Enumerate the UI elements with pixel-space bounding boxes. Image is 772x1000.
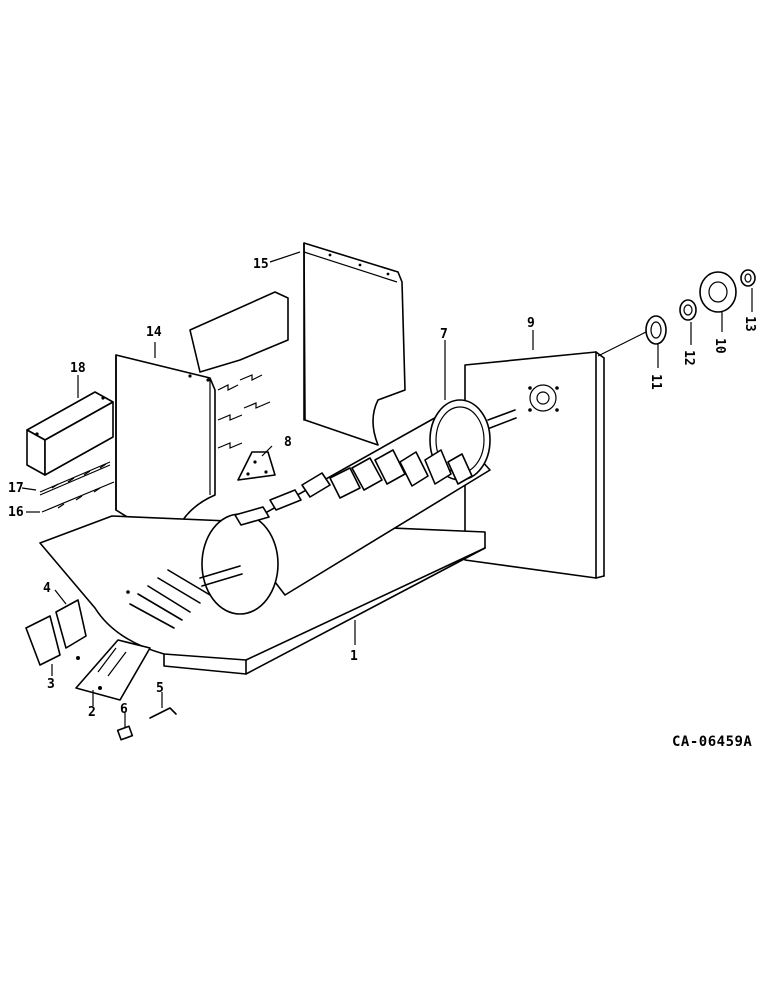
part-pin: [149, 707, 177, 719]
part-bearings: [645, 269, 756, 345]
callout-6: 6: [120, 702, 128, 717]
part-small-plate: [237, 451, 276, 481]
callout-15: 15: [253, 257, 269, 272]
callout-12: 12: [681, 350, 696, 366]
drawing-code: CA-06459A: [672, 734, 752, 750]
callout-5: 5: [156, 681, 164, 696]
callout-10: 10: [712, 338, 727, 354]
part-rear-plate: [464, 351, 605, 579]
callout-11: 11: [648, 374, 663, 390]
callout-7: 7: [440, 327, 448, 342]
callout-16: 16: [8, 505, 24, 520]
callout-4: 4: [43, 581, 51, 596]
callout-18: 18: [70, 361, 86, 376]
part-top-bar: [26, 391, 114, 476]
callout-17: 17: [8, 481, 24, 496]
part-brackets: [25, 599, 151, 701]
callout-2: 2: [88, 705, 96, 720]
callout-13: 13: [742, 316, 757, 332]
part-bolt: [116, 725, 134, 741]
callout-9: 9: [527, 316, 535, 331]
part-left-side-panel: [115, 291, 289, 546]
part-right-side-panel: [303, 242, 406, 446]
callout-14: 14: [146, 325, 162, 340]
part-drum: [199, 399, 517, 615]
leader-lines: [21, 251, 753, 728]
callout-3: 3: [47, 677, 55, 692]
part-strips: [39, 461, 115, 513]
callout-labels: 1 2 3 4 5 6 7 8 9 10 11 12 13 14 15 16 1…: [8, 257, 757, 720]
callout-1: 1: [350, 649, 358, 664]
callout-8: 8: [284, 435, 292, 450]
